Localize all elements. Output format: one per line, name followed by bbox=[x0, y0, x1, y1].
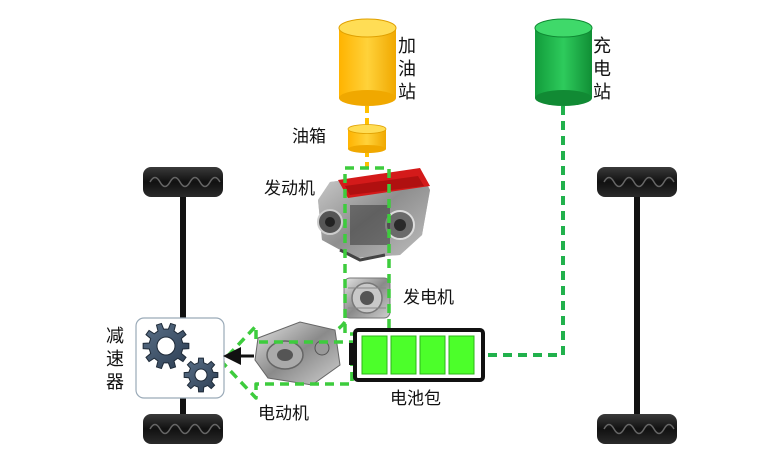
battery-cell bbox=[390, 335, 417, 375]
battery-pack bbox=[349, 328, 485, 382]
battery-label: 电池包 bbox=[390, 389, 441, 409]
tyre-front-right bbox=[597, 167, 677, 197]
tyre-rear-left bbox=[143, 414, 223, 444]
generator-label: 发电机 bbox=[403, 288, 454, 308]
fuel-tank-label: 油箱 bbox=[292, 127, 326, 147]
motor-label: 电动机 bbox=[258, 404, 309, 424]
battery-cell bbox=[419, 335, 446, 375]
motor-image bbox=[254, 321, 341, 386]
gas-station-label: 加油站 bbox=[398, 36, 416, 103]
tyre-front-left bbox=[143, 167, 223, 197]
gas-station-cylinder bbox=[338, 18, 397, 106]
gear-icon-small bbox=[183, 357, 219, 393]
fuel-tank-cylinder bbox=[347, 124, 387, 153]
battery-cells bbox=[361, 335, 475, 375]
gear-icon-large bbox=[142, 322, 190, 370]
charging-station-cylinder bbox=[534, 18, 593, 106]
generator-image bbox=[343, 277, 391, 319]
battery-cell bbox=[361, 335, 388, 375]
reducer-label: 减速器 bbox=[106, 326, 124, 393]
engine-label: 发动机 bbox=[264, 179, 315, 199]
tyre-rear-right bbox=[597, 414, 677, 444]
charging-flow-line bbox=[486, 106, 565, 357]
charging-station-label: 充电站 bbox=[593, 36, 611, 103]
battery-cell bbox=[448, 335, 475, 375]
engine-image bbox=[317, 168, 430, 262]
